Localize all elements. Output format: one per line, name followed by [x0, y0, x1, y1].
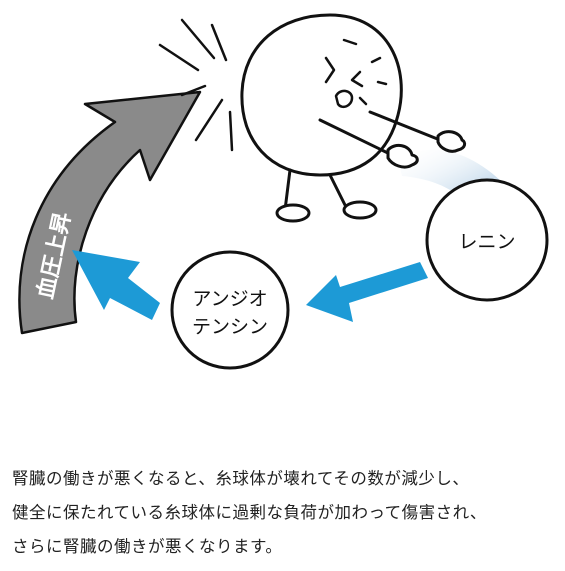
caption-line-2: 健全に保たれている糸球体に過剰な負荷が加わって傷害され、: [12, 503, 487, 522]
caption-line-1: 腎臓の働きが悪くなると、糸球体が壊れてその数が減少し、: [12, 469, 470, 488]
angiotensin-label-line2: テンシン: [192, 316, 268, 338]
angiotensin-to-pressure-arrow: [72, 250, 160, 320]
renin-label: レニン: [458, 231, 515, 253]
renin-to-angiotensin-arrow: [306, 262, 428, 322]
renin-node: レニン: [425, 178, 549, 302]
angiotensin-node: アンジオ テンシン: [170, 250, 290, 370]
impact-lines: [158, 18, 234, 152]
kidney-character: [240, 13, 467, 223]
kidney-cycle-diagram: 血圧上昇 レニン: [18, 13, 549, 370]
angiotensin-label-line1: アンジオ: [192, 288, 267, 310]
blood-pressure-arrow: 血圧上昇: [18, 90, 202, 335]
caption: 腎臓の働きが悪くなると、糸球体が壊れてその数が減少し、 健全に保たれている糸球体…: [12, 462, 557, 564]
caption-line-3: さらに腎臓の働きが悪くなります。: [12, 537, 283, 556]
